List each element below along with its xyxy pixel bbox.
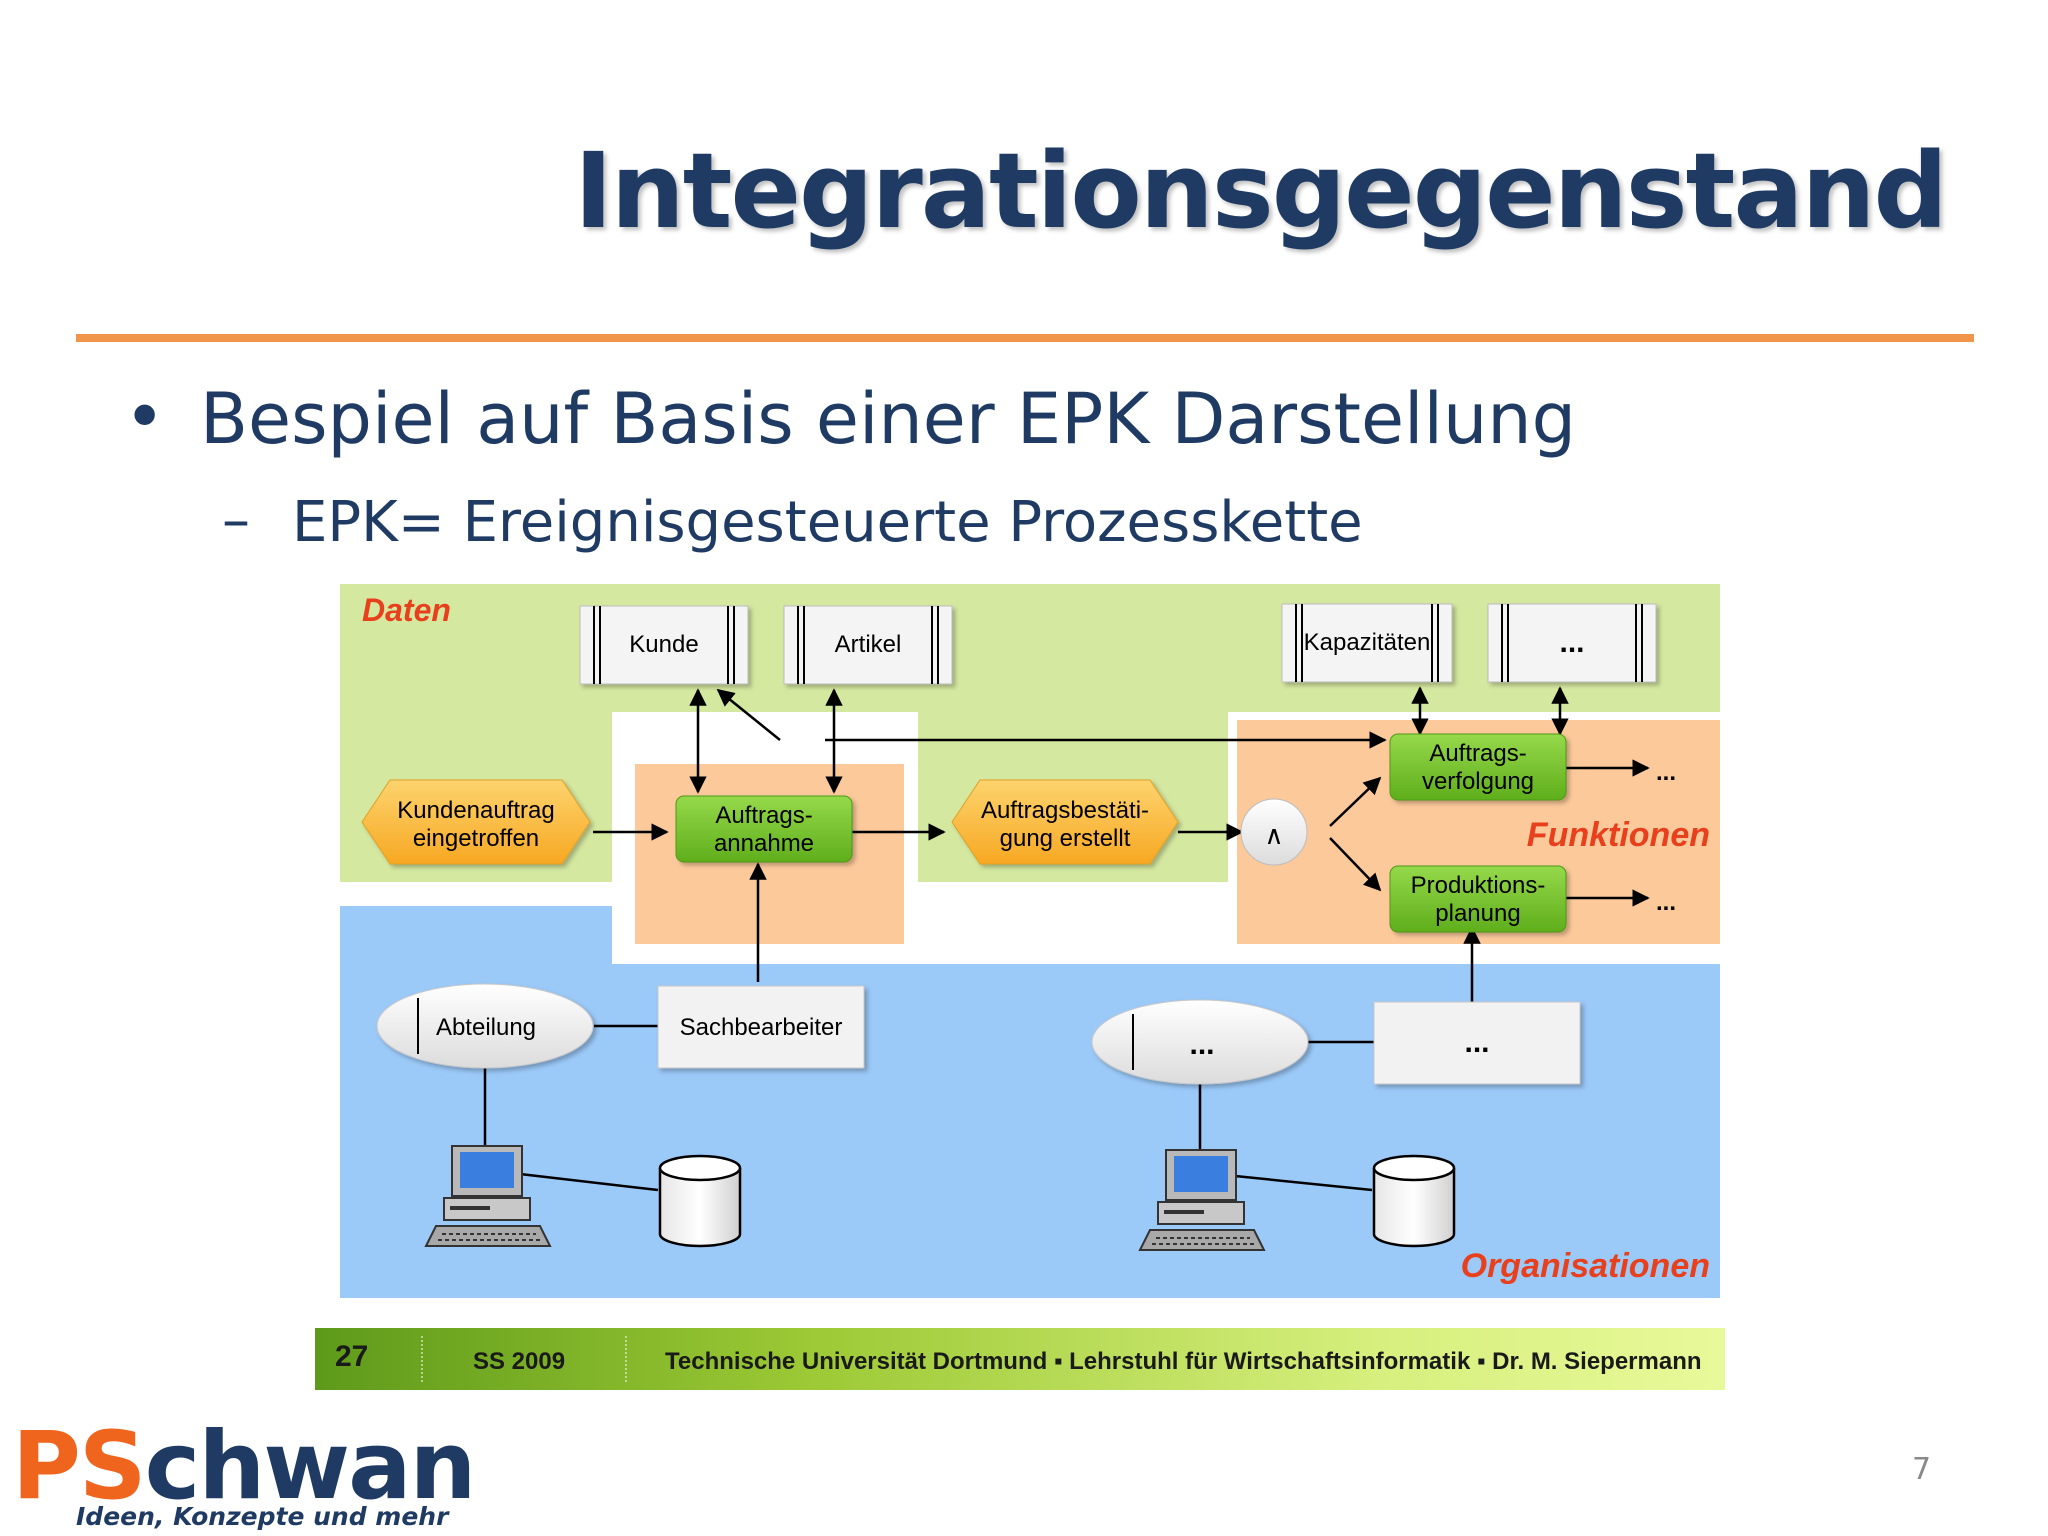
title-divider [76,334,1974,342]
role-sachbearbeiter: Sachbearbeiter [657,985,865,1069]
svg-text:planung: planung [1435,900,1520,927]
computer-icon [1138,1149,1266,1251]
function-produktionsplanung: Produktions- planung [1389,865,1567,933]
event-kundenauftrag: Kundenauftrag eingetroffen [361,779,591,865]
continuation-marker-top: ... [1656,759,1676,786]
data-object-artikel-label: Artikel [835,631,902,658]
logo-tagline: Ideen, Konzepte und mehr [76,1502,449,1531]
svg-text:Auftragsbestäti-: Auftragsbestäti- [981,797,1149,824]
footer-term: SS 2009 [473,1348,566,1375]
footer-separator [625,1336,629,1382]
epk-diagram: Daten Funktionen Organisationen Kunde [340,584,1720,1298]
svg-text:Sachbearbeiter: Sachbearbeiter [680,1014,843,1041]
svg-text:...: ... [1189,1028,1214,1061]
subbullet-text: EPK= Ereignisgesteuerte Prozesskette [292,490,1363,555]
page-number: 7 [1912,1452,1932,1487]
data-object-kapazitaeten-label: Kapazitäten [1304,629,1431,656]
svg-text:∧: ∧ [1264,821,1283,851]
svg-text:Auftrags-: Auftrags- [1429,740,1526,767]
data-object-artikel: Artikel [783,605,953,685]
svg-text:eingetroffen: eingetroffen [413,825,539,852]
footer-institution: Technische Universität Dortmund ▪ Lehrst… [665,1348,1702,1375]
footer-slide-number: 27 [335,1340,369,1373]
region-label-data: Daten [362,592,451,628]
event-auftragsbestaetigung: Auftragsbestäti- gung erstellt [951,779,1179,865]
data-object-more-label: ... [1559,626,1584,659]
pschwan-logo: PSchwan [12,1412,476,1521]
svg-text:Produktions-: Produktions- [1411,872,1546,899]
svg-text:annahme: annahme [714,830,814,857]
data-object-kapazitaeten: Kapazitäten [1281,603,1453,683]
footer-separator [421,1336,425,1382]
and-connector: ∧ [1240,798,1308,866]
subbullet-marker: – [222,488,250,553]
region-label-functions: Funktionen [1527,816,1710,854]
svg-text:...: ... [1464,1026,1489,1059]
region-label-organisations: Organisationen [1461,1247,1710,1285]
function-auftragsverfolgung: Auftrags- verfolgung [1389,733,1567,801]
svg-text:Kundenauftrag: Kundenauftrag [397,797,554,824]
bullet-marker: • [124,376,166,458]
continuation-marker-bottom: ... [1656,889,1676,916]
function-auftragsannahme: Auftrags- annahme [675,795,853,863]
role-more: ... [1373,1001,1581,1085]
connections [483,686,1650,1192]
data-object-kunde: Kunde [579,605,749,685]
svg-text:verfolgung: verfolgung [1422,768,1534,795]
org-unit-more: ... [1091,999,1309,1085]
data-object-more: ... [1487,603,1657,683]
svg-text:Abteilung: Abteilung [436,1014,536,1041]
database-icon [1372,1154,1456,1248]
computer-icon [424,1145,552,1247]
svg-text:Auftrags-: Auftrags- [715,802,812,829]
slide-title: Integrationsgegenstand [574,130,1948,252]
org-unit-abteilung: Abteilung [376,983,594,1069]
svg-text:gung erstellt: gung erstellt [1000,825,1131,852]
source-footer-bar: 27 SS 2009 Technische Universität Dortmu… [315,1328,1725,1390]
data-object-kunde-label: Kunde [629,631,698,658]
database-icon [658,1154,742,1248]
bullet-text: Bespiel auf Basis einer EPK Darstellung [200,378,1577,460]
